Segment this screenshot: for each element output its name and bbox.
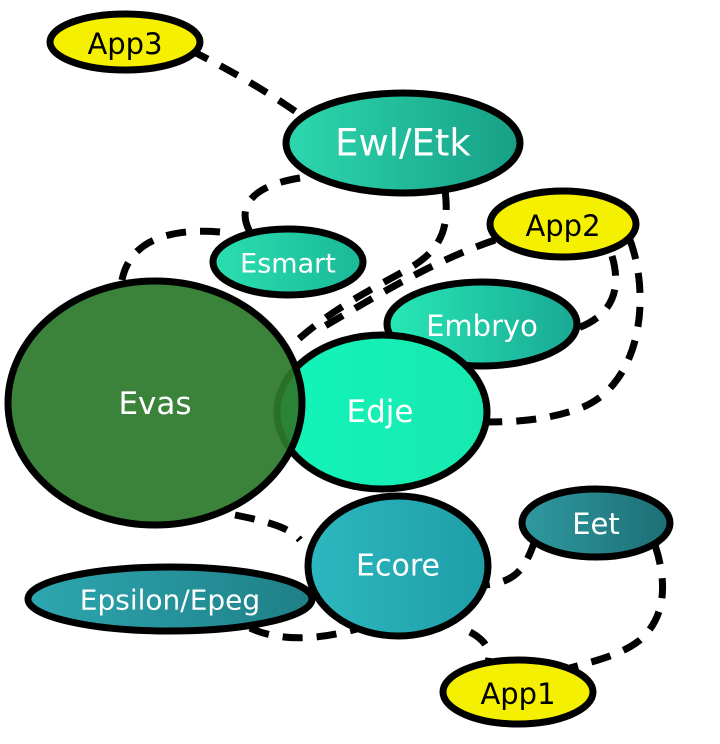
connector-eet-ecore: [484, 538, 539, 589]
connectors: [118, 46, 667, 672]
node-eet: Eet: [518, 485, 674, 561]
node-app2-shape: [486, 187, 640, 261]
connector-eet-app1: [568, 543, 667, 672]
node-eet-shape: [518, 485, 674, 561]
connector-ewl-esmart: [241, 174, 301, 234]
node-epsilon-epeg-label: Epsilon/Epeg: [80, 584, 260, 617]
connector-app3-ewl: [188, 46, 308, 121]
node-ewl-etk-label: Ewl/Etk: [335, 122, 471, 165]
node-evas-label: Evas: [118, 386, 191, 422]
node-epsilon-epeg: Epsilon/Epeg: [24, 563, 316, 635]
node-epsilon-epeg-shape: [24, 563, 316, 635]
node-esmart-label: Esmart: [240, 249, 336, 280]
node-app3-shape: [46, 10, 204, 74]
node-ewl-etk: Ewl/Etk: [282, 89, 524, 197]
node-app1-label: App1: [480, 677, 555, 711]
node-esmart: Esmart: [209, 225, 367, 299]
node-ecore: Ecore: [304, 492, 492, 640]
node-app3: App3: [46, 10, 204, 74]
connector-evas-ecore: [234, 511, 303, 543]
node-eet-label: Eet: [572, 507, 620, 541]
connector-esmart-evas: [118, 227, 221, 281]
node-app1-shape: [439, 656, 597, 728]
node-app2: App2: [486, 187, 640, 261]
node-evas-shape: [4, 277, 306, 529]
node-app3-label: App3: [87, 27, 162, 61]
connector-app2-edje: [316, 236, 497, 334]
connector-app2-embryo-right: [576, 255, 620, 332]
connector-epsilon-ecore: [248, 624, 362, 642]
node-esmart-shape: [209, 225, 367, 299]
connector-app2-edje-right: [487, 238, 644, 426]
node-evas: Evas: [4, 277, 306, 529]
node-app2-label: App2: [525, 209, 600, 243]
node-ewl-etk-shape: [282, 89, 524, 197]
node-edje: Edje: [273, 331, 491, 493]
node-ecore-shape: [304, 492, 492, 640]
node-embryo-label: Embryo: [426, 309, 538, 343]
node-app1: App1: [439, 656, 597, 728]
node-ecore-label: Ecore: [356, 549, 440, 584]
node-edje-label: Edje: [347, 394, 414, 430]
